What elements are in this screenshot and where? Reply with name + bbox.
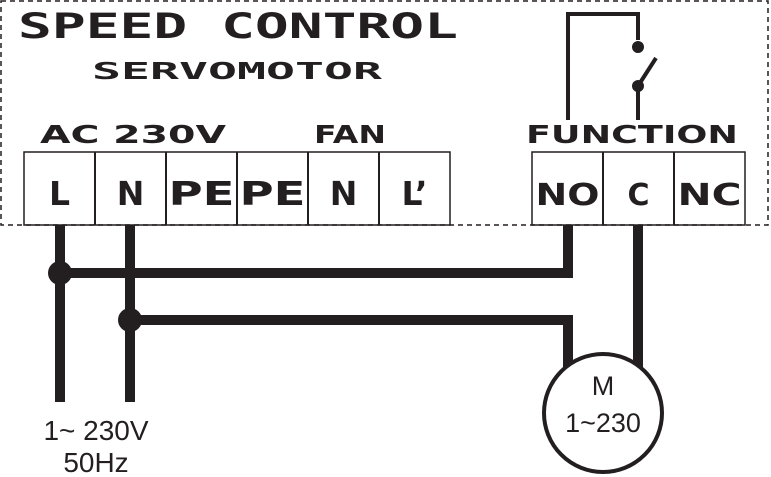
terminal-block-power	[23, 151, 451, 226]
terminal-n: N	[117, 174, 145, 213]
terminal-c: C	[627, 178, 649, 213]
motor-rating: 1~230	[565, 408, 641, 438]
terminal-pe-ac: PE	[169, 174, 235, 213]
supply-frequency: 50Hz	[63, 447, 128, 477]
terminal-n-fan: N	[330, 174, 358, 213]
wire-l-to-no	[60, 225, 573, 278]
motor-label: M	[592, 371, 615, 401]
relay-switch-symbol	[566, 12, 658, 120]
motor-symbol	[542, 352, 664, 474]
subtitle: SERVOMOTOR	[92, 59, 382, 85]
group-label-fan: FAN	[314, 120, 386, 149]
supply-voltage: 1~ 230V	[43, 415, 148, 446]
title: SPEED CONTROL	[18, 7, 458, 47]
junction-n	[118, 308, 142, 332]
terminal-l: L	[49, 174, 70, 213]
terminal-pe-fan: PE	[240, 174, 306, 213]
group-label-ac: AC 230V	[40, 120, 227, 149]
group-label-function: FUNCTION	[526, 120, 738, 149]
wire-n-to-motor	[130, 315, 573, 367]
wiring	[48, 225, 643, 402]
junction-l	[48, 261, 72, 285]
terminal-nc: NC	[678, 178, 742, 213]
terminal-l-prime: L’	[402, 174, 428, 213]
terminal-no: NO	[536, 178, 600, 213]
